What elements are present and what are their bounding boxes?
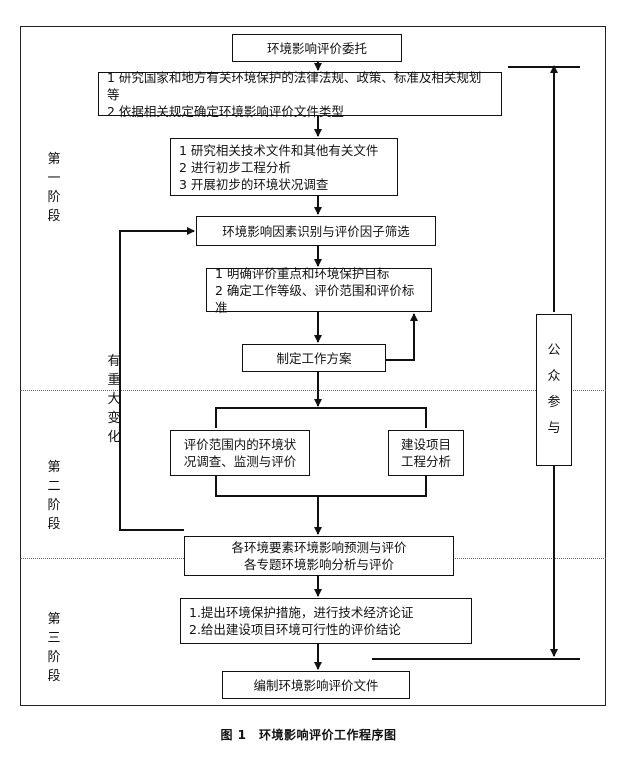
project-box: 建设项目 工程分析 [388,430,464,476]
research-line-2: 2 依据相关规定确定环境影响评价文件类型 [107,103,344,119]
compile-text: 编制环境影响评价文件 [253,677,379,693]
commission-text: 环境影响评价委托 [266,40,367,56]
plan-text: 制定工作方案 [276,350,352,366]
study-line-1: 1 研究相关技术文件和其他有关文件 [179,142,379,158]
stage-3-text: 第三阶段 [47,612,61,684]
feedback-label: 有重大变化 [106,352,122,447]
clarify-box: 1 明确评价重点和环境保护目标 2 确定工作等级、评价范围和评价标准 [206,265,432,315]
research-box: 1 研究国家和地方有关环境保护的法律法规、政策、标准及相关规划等 2 依据相关规… [98,69,502,119]
stage-1-text: 第一阶段 [47,152,61,224]
predict-line-1: 各环境要素环境影响预测与评价 [231,540,407,555]
plan-box: 制定工作方案 [242,344,386,372]
split-line [215,407,427,428]
survey-box: 评价范围内的环境状 况调查、监测与评价 [170,430,310,476]
survey-line-2: 况调查、监测与评价 [183,454,297,469]
stage-2-text: 第二阶段 [47,460,61,532]
clarify-line-2: 2 确定工作等级、评价范围和评价标准 [215,282,415,315]
study-line-3: 3 开展初步的环境状况调查 [179,176,329,192]
measures-box: 1.提出环境保护措施，进行技术经济论证 2.给出建设项目环境可行性的评价结论 [180,598,472,644]
commission-box: 环境影响评价委托 [232,34,402,62]
public-participation-box: 公众参与 [536,314,572,466]
predict-box: 各环境要素环境影响预测与评价 各专题环境影响分析与评价 [184,536,454,576]
arrow-plan-clarify [386,313,418,361]
predict-line-2: 各专题环境影响分析与评价 [243,557,394,572]
identify-text: 环境影响因素识别与评价因子筛选 [222,223,410,239]
caption-text: 图 1 环境影响评价工作程序图 [220,728,397,742]
diagram-frame [20,26,606,706]
figure-caption: 图 1 环境影响评价工作程序图 [0,726,617,743]
project-line-1: 建设项目 [400,437,451,452]
survey-line-1: 评价范围内的环境状 [183,437,297,452]
clarify-line-1: 1 明确评价重点和环境保护目标 [215,265,390,281]
feedback-text: 有重大变化 [107,354,121,445]
measures-line-1: 1.提出环境保护措施，进行技术经济论证 [189,605,414,620]
project-line-2: 工程分析 [400,454,451,469]
study-line-2: 2 进行初步工程分析 [179,159,291,175]
public-participation-text: 公众参与 [547,343,561,436]
merge-line [215,476,427,497]
stage-3-label: 第三阶段 [44,610,64,686]
stage-2-label: 第二阶段 [44,458,64,534]
identify-box: 环境影响因素识别与评价因子筛选 [196,216,436,246]
arrow-feedback-loop [119,227,195,531]
measures-line-2: 2.给出建设项目环境可行性的评价结论 [189,622,401,637]
study-box: 1 研究相关技术文件和其他有关文件 2 进行初步工程分析 3 开展初步的环境状况… [170,138,398,196]
compile-box: 编制环境影响评价文件 [222,671,410,699]
stage-divider-1 [20,390,606,391]
research-line-1: 1 研究国家和地方有关环境保护的法律法规、政策、标准及相关规划等 [107,69,482,102]
stage-1-label: 第一阶段 [44,150,64,226]
